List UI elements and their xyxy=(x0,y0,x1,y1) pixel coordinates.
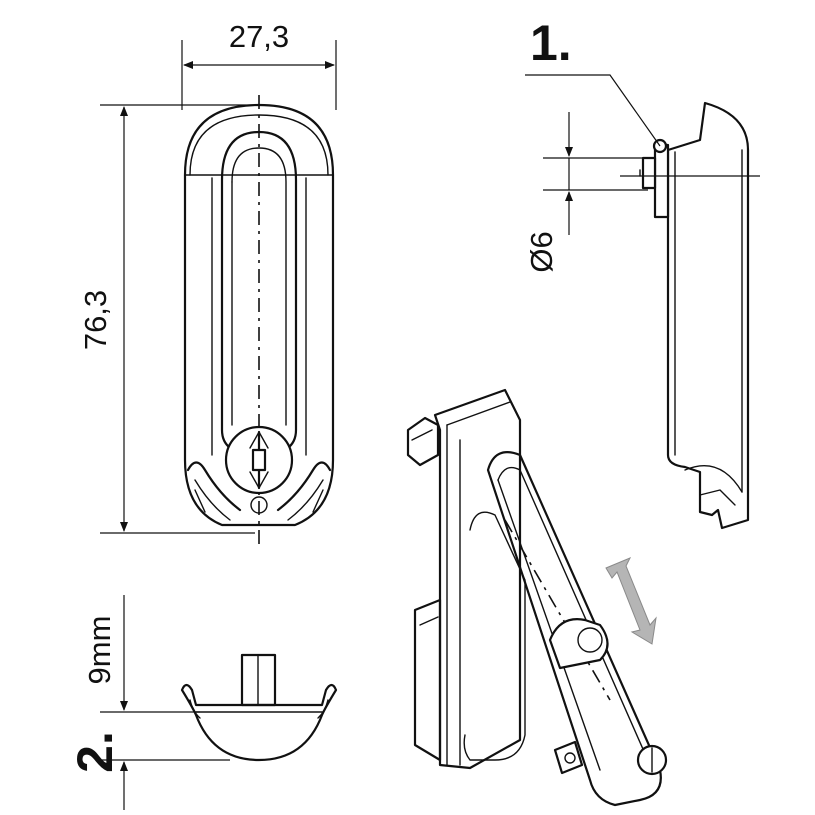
isometric-view-handle xyxy=(406,388,668,807)
side-view-handle xyxy=(525,74,760,530)
depth-dimension: 9mm xyxy=(82,595,230,810)
depth-label: 9mm xyxy=(82,616,117,685)
width-label: 27,3 xyxy=(229,19,289,54)
width-dimension: 27,3 xyxy=(181,19,337,110)
height-label: 76,3 xyxy=(78,290,113,350)
callout-1: 1. xyxy=(530,15,572,71)
motion-arrow-icon xyxy=(605,557,657,645)
cross-section-view xyxy=(180,653,338,762)
diameter-dimension: Ø6 xyxy=(524,112,648,273)
diameter-label: Ø6 xyxy=(524,231,559,272)
callout-2: 2. xyxy=(67,731,123,773)
front-view-handle xyxy=(183,95,335,545)
height-dimension: 76,3 xyxy=(78,104,255,534)
